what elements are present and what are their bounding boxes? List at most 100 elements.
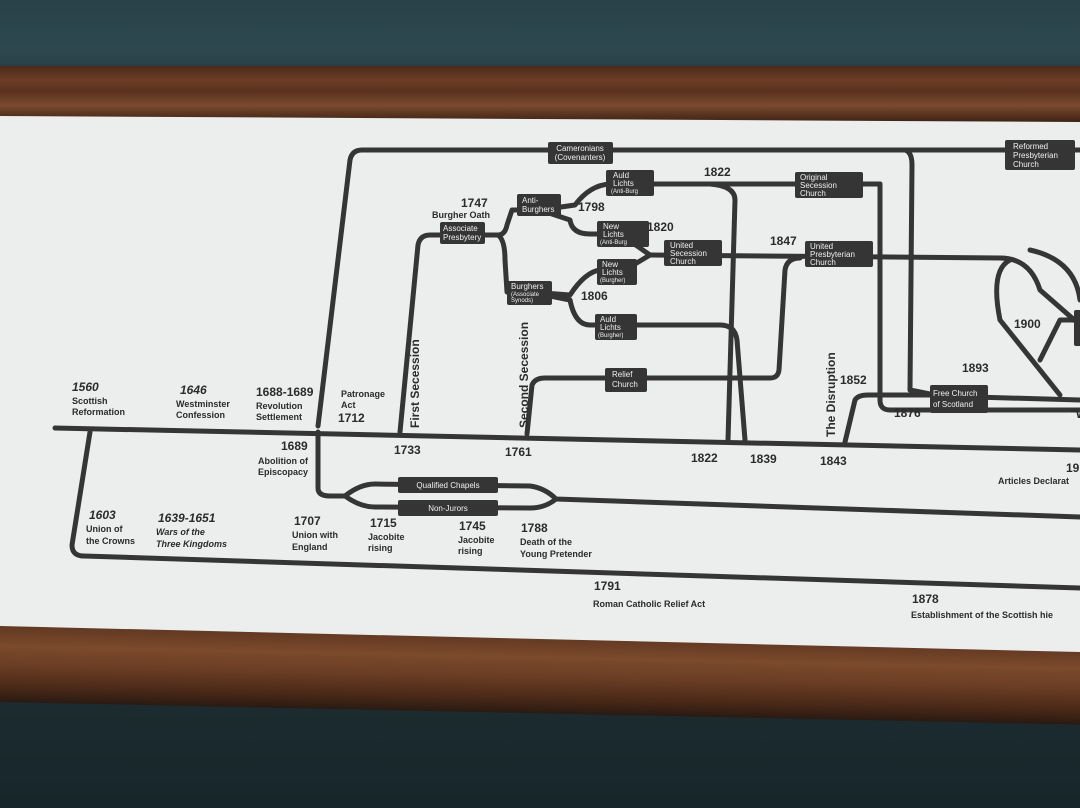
svg-text:Death of the: Death of the (520, 537, 572, 547)
svg-text:Church: Church (800, 189, 826, 198)
box-burghers (507, 281, 552, 305)
svg-text:1707: 1707 (294, 514, 321, 528)
svg-text:Free Church: Free Church (933, 389, 977, 398)
svg-text:1878: 1878 (912, 592, 939, 606)
episcopacy-branch (315, 429, 348, 499)
svg-text:New: New (603, 222, 619, 231)
first-secession-line (397, 232, 463, 435)
union-1900-c (1037, 317, 1080, 363)
svg-text:Lichts: Lichts (613, 179, 634, 188)
svg-text:Confession: Confession (176, 410, 225, 420)
svg-text:Union with: Union with (292, 530, 338, 540)
svg-text:1876: 1876 (894, 406, 921, 420)
vertical-labels: First Secession Second Secession The Dis… (408, 322, 838, 437)
box-nonjurors (398, 500, 498, 516)
cameronians-to-free (902, 147, 943, 399)
qualified-line (342, 481, 1080, 520)
svg-text:rising: rising (368, 543, 393, 553)
svg-text:Lichts: Lichts (600, 323, 621, 332)
svg-text:Reformation: Reformation (72, 407, 125, 417)
svg-text:(Burgher): (Burgher) (598, 333, 623, 339)
box-united-secession (664, 240, 722, 266)
svg-text:Second Secession: Second Secession (517, 322, 531, 428)
svg-text:United: United (810, 242, 833, 251)
covenanters-line (315, 147, 1080, 429)
to-burghers (457, 232, 533, 295)
timeline-lines (52, 147, 1080, 591)
svg-text:1639-1651: 1639-1651 (158, 511, 216, 525)
disruption-line (842, 392, 943, 445)
box-auld-burgher (595, 314, 637, 340)
svg-text:Reformed: Reformed (1013, 142, 1048, 151)
original-down (877, 181, 1080, 413)
svg-text:1822: 1822 (704, 165, 731, 179)
svg-text:Articles Declarat: Articles Declarat (998, 476, 1069, 486)
svg-text:Patronage: Patronage (341, 389, 385, 399)
svg-text:First Secession: First Secession (408, 339, 422, 428)
svg-text:rising: rising (458, 546, 483, 556)
svg-text:Revolution: Revolution (256, 401, 303, 411)
svg-text:(Anti-Burg: (Anti-Burg (600, 240, 627, 246)
svg-text:Secession: Secession (800, 181, 837, 190)
box-relief (605, 368, 647, 392)
box-qualified (398, 477, 498, 493)
svg-text:the Crowns: the Crowns (86, 536, 135, 546)
box-new-burgher (597, 259, 637, 285)
lower-line (69, 429, 1080, 591)
svg-text:Wars of the: Wars of the (156, 527, 205, 537)
box-original (795, 172, 863, 198)
box-associate (440, 222, 485, 244)
svg-text:Original: Original (800, 173, 828, 182)
new-anti-line (537, 207, 653, 258)
svg-text:Synods): Synods) (511, 298, 533, 304)
box-anti-burghers (517, 194, 561, 216)
box-reformed (1005, 140, 1075, 170)
box-united-presb (805, 241, 873, 267)
svg-text:(Anti-Burg: (Anti-Burg (611, 189, 638, 195)
svg-text:Church: Church (670, 257, 696, 266)
svg-text:Burghers: Burghers (511, 282, 543, 291)
svg-text:Three Kingdoms: Three Kingdoms (156, 539, 227, 549)
svg-text:1843: 1843 (820, 454, 847, 468)
svg-text:Qualified Chapels: Qualified Chapels (416, 481, 479, 490)
main-line (52, 425, 1080, 453)
svg-text:(Covenanters): (Covenanters) (555, 153, 606, 162)
svg-text:1715: 1715 (370, 516, 397, 530)
svg-text:Lichts: Lichts (602, 268, 623, 277)
svg-text:Church: Church (612, 380, 638, 389)
svg-text:Jacobite: Jacobite (458, 535, 495, 545)
svg-text:Non-Jurors: Non-Jurors (428, 504, 468, 513)
svg-text:1745: 1745 (459, 519, 486, 533)
box-cameronians (548, 142, 613, 164)
event-labels: 1560 Scottish Reformation 1646 Westminst… (72, 196, 1080, 620)
svg-text:1689: 1689 (281, 439, 308, 453)
svg-text:Cameronians: Cameronians (556, 144, 604, 153)
united-secession-line (647, 252, 1080, 328)
svg-text:Scottish: Scottish (72, 396, 108, 406)
svg-text:Anti-: Anti- (522, 196, 539, 205)
svg-text:Church: Church (810, 258, 836, 267)
svg-text:Episcopacy: Episcopacy (258, 467, 308, 477)
svg-text:New: New (602, 260, 618, 269)
svg-text:Secession: Secession (670, 249, 707, 258)
svg-text:Settlement: Settlement (256, 412, 302, 422)
svg-text:19: 19 (1066, 461, 1080, 475)
relief-line (524, 255, 803, 437)
svg-text:1893: 1893 (962, 361, 989, 375)
svg-text:"W: "W (1070, 407, 1080, 421)
svg-text:Young Pretender: Young Pretender (520, 549, 592, 559)
box-cutoff-right (1074, 310, 1080, 346)
svg-text:Roman Catholic Relief Act: Roman Catholic Relief Act (593, 599, 705, 609)
svg-text:Presbyterian: Presbyterian (1013, 151, 1058, 160)
svg-text:1712: 1712 (338, 411, 365, 425)
svg-text:1839: 1839 (750, 452, 777, 466)
svg-text:Auld: Auld (600, 315, 616, 324)
svg-text:(Burgher): (Burgher) (600, 278, 625, 284)
union-1900-a (994, 257, 1063, 398)
box-free-church (930, 385, 988, 413)
svg-text:Auld: Auld (613, 171, 629, 180)
svg-text:Abolition of: Abolition of (258, 456, 309, 466)
svg-text:(Associate: (Associate (511, 292, 540, 298)
svg-text:United: United (670, 241, 693, 250)
svg-text:1900: 1900 (1014, 317, 1041, 331)
